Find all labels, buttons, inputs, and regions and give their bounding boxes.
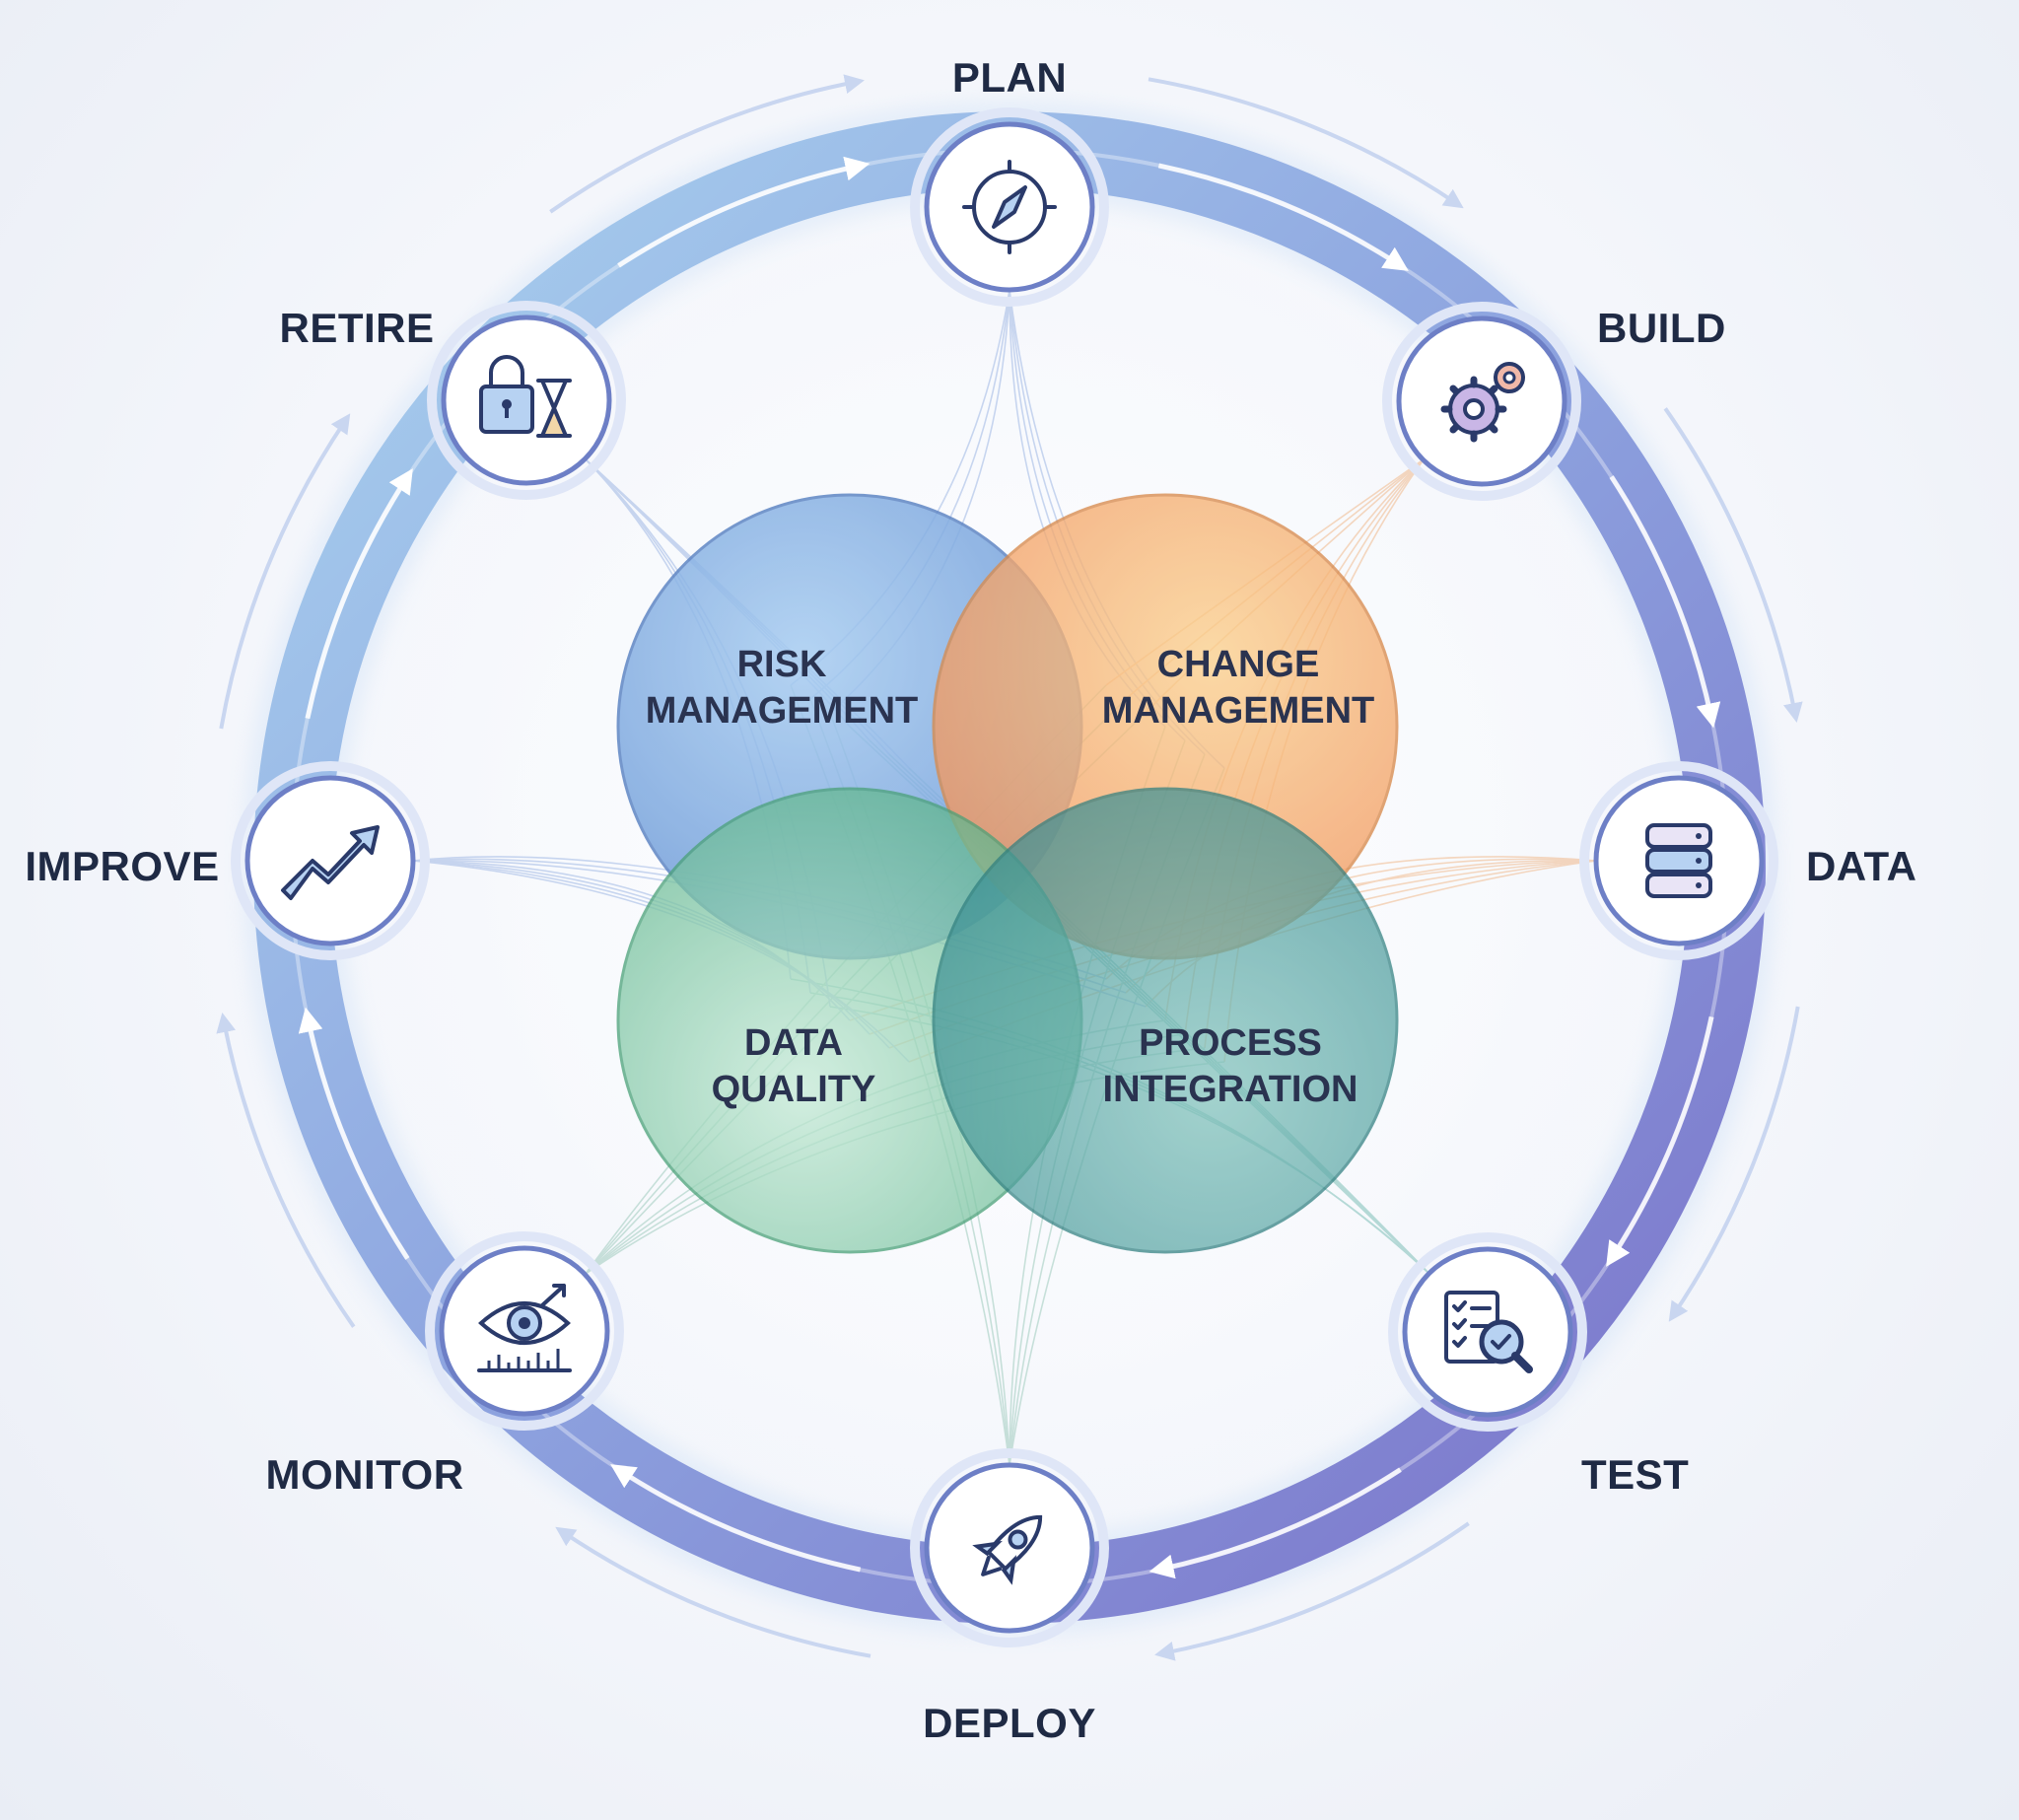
rocket-icon [972, 1514, 1043, 1585]
venn-change-line1: CHANGE [1157, 644, 1320, 685]
stage-node-retire[interactable] [427, 301, 626, 500]
stage-node-build[interactable] [1382, 302, 1581, 501]
stage-label-test: TEST [1581, 1451, 1689, 1498]
outer-flow-arrow [216, 1013, 356, 1328]
stage-label-improve: IMPROVE [25, 843, 219, 889]
eye-chart-icon [477, 1284, 572, 1372]
checklist-magnifier-icon [1444, 1291, 1533, 1373]
compass-icon [962, 160, 1057, 254]
venn-process-line1: PROCESS [1139, 1022, 1322, 1064]
inner-flow-arrow [1149, 1467, 1402, 1579]
lock-hourglass-icon [479, 355, 572, 438]
venn-diagram: RISK MANAGEMENT CHANGE MANAGEMENT DATA Q… [616, 493, 1399, 1254]
venn-risk-line1: RISK [737, 644, 827, 685]
inner-flow-arrow [610, 1464, 862, 1573]
stage-node-plan[interactable] [910, 107, 1109, 307]
trend-up-arrow-icon [281, 825, 380, 900]
stage-node-deploy[interactable] [910, 1448, 1109, 1647]
outer-flow-arrows [216, 74, 1803, 1661]
inner-flow-arrow [305, 468, 413, 720]
venn-quality-line1: DATA [744, 1022, 843, 1064]
inner-flow-arrow [1157, 163, 1409, 271]
stage-node-data[interactable] [1579, 761, 1778, 960]
stage-node-monitor[interactable] [425, 1231, 624, 1431]
outer-flow-arrow [219, 413, 351, 730]
inner-flow-arrow [1606, 1015, 1714, 1267]
venn-risk-line2: MANAGEMENT [646, 690, 919, 732]
stage-label-deploy: DEPLOY [923, 1700, 1096, 1746]
gears-icon [1440, 362, 1525, 443]
inner-flow-arrow [617, 156, 870, 268]
stage-label-plan: PLAN [952, 54, 1067, 101]
outer-flow-arrow [1668, 1006, 1800, 1322]
outer-flow-arrow [1154, 1521, 1470, 1661]
inner-flow-arrow [1609, 475, 1721, 729]
stage-label-data: DATA [1806, 843, 1916, 889]
database-icon [1645, 823, 1712, 898]
venn-quality-line2: QUALITY [712, 1069, 876, 1110]
venn-process-line2: INTEGRATION [1103, 1069, 1358, 1110]
venn-process-circle [932, 787, 1399, 1254]
outer-flow-arrow [555, 1526, 871, 1658]
stage-label-retire: RETIRE [279, 305, 434, 351]
venn-change-line2: MANAGEMENT [1102, 690, 1375, 732]
outer-flow-arrow [1148, 77, 1464, 209]
stage-node-test[interactable] [1388, 1232, 1587, 1432]
stage-node-improve[interactable] [231, 761, 430, 960]
outer-flow-arrow [1663, 407, 1803, 723]
inner-flow-arrows [298, 156, 1721, 1579]
outer-flow-arrow [549, 74, 865, 214]
stage-label-monitor: MONITOR [265, 1451, 463, 1498]
inner-flow-arrow [298, 1007, 410, 1260]
stage-label-build: BUILD [1597, 305, 1726, 351]
